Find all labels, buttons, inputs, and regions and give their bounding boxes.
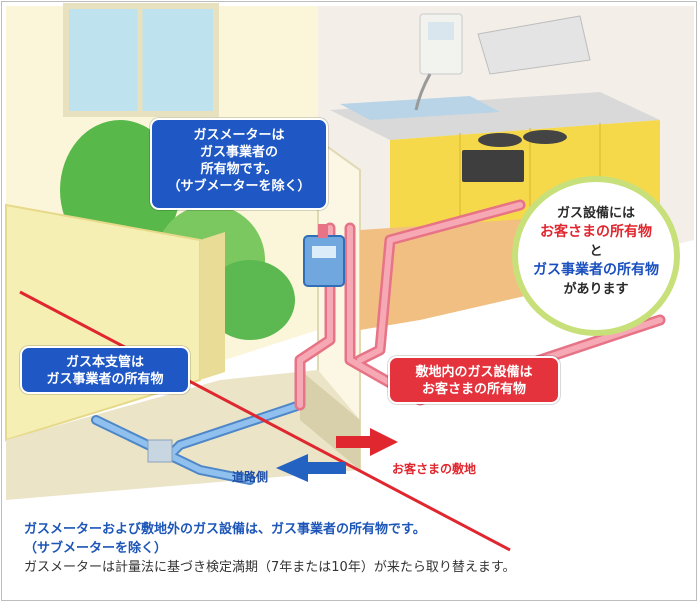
footer-line-1: ガスメーターおよび敷地外のガス設備は、ガス事業者の所有物です。 bbox=[24, 522, 426, 537]
ownership-note-company: ガス事業者の所有物 bbox=[533, 262, 659, 278]
footer-note: ガスメーターおよび敷地外のガス設備は、ガス事業者の所有物です。 （サブメーターを… bbox=[24, 520, 684, 577]
premises-callout: 敷地内のガス設備は お客さまの所有物 bbox=[388, 356, 560, 404]
main-pipe-callout-line: ガス本支管は bbox=[65, 355, 144, 370]
customer-premises-label: お客さまの敷地 bbox=[392, 462, 477, 476]
meter-callout-line: ガスメーターは bbox=[193, 128, 285, 143]
pipe-junction bbox=[147, 439, 173, 463]
water-heater bbox=[414, 13, 463, 111]
gas-meter bbox=[303, 224, 345, 287]
premises-callout-line: お客さまの所有物 bbox=[421, 382, 526, 397]
main-pipe-callout: ガス本支管は ガス事業者の所有物 bbox=[20, 346, 190, 394]
meter-callout-line: 所有物です。 bbox=[200, 162, 278, 177]
ownership-note-and: と bbox=[589, 244, 603, 259]
meter-callout-line: ガス事業者の bbox=[199, 145, 278, 160]
ownership-note-customer: お客さまの所有物 bbox=[540, 224, 652, 240]
ownership-note-line: があります bbox=[563, 282, 629, 297]
road-side-arrow bbox=[276, 454, 346, 482]
footer-line-2: （サブメーターを除く） bbox=[24, 541, 168, 556]
premises-callout-line: 敷地内のガス設備は bbox=[415, 365, 533, 380]
main-pipe-callout-line: ガス事業者の所有物 bbox=[46, 372, 164, 387]
meter-callout-line: （サブメーターを除く） bbox=[167, 179, 311, 194]
ground bbox=[6, 370, 360, 500]
range-hood bbox=[477, 15, 591, 75]
road-side-label: 道路側 bbox=[232, 470, 269, 484]
footer-line-3: ガスメーターは計量法に基づき検定満期（7年または10年）が来たら取り替えます。 bbox=[24, 560, 516, 575]
ownership-note: ガス設備には お客さまの所有物 と ガス事業者の所有物 があります bbox=[512, 176, 680, 336]
property-boundary-line bbox=[19, 290, 511, 552]
meter-callout: ガスメーターは ガス事業者の 所有物です。 （サブメーターを除く） bbox=[150, 118, 328, 210]
premises-arrow bbox=[336, 428, 398, 456]
ownership-note-line: ガス設備には bbox=[556, 206, 635, 221]
